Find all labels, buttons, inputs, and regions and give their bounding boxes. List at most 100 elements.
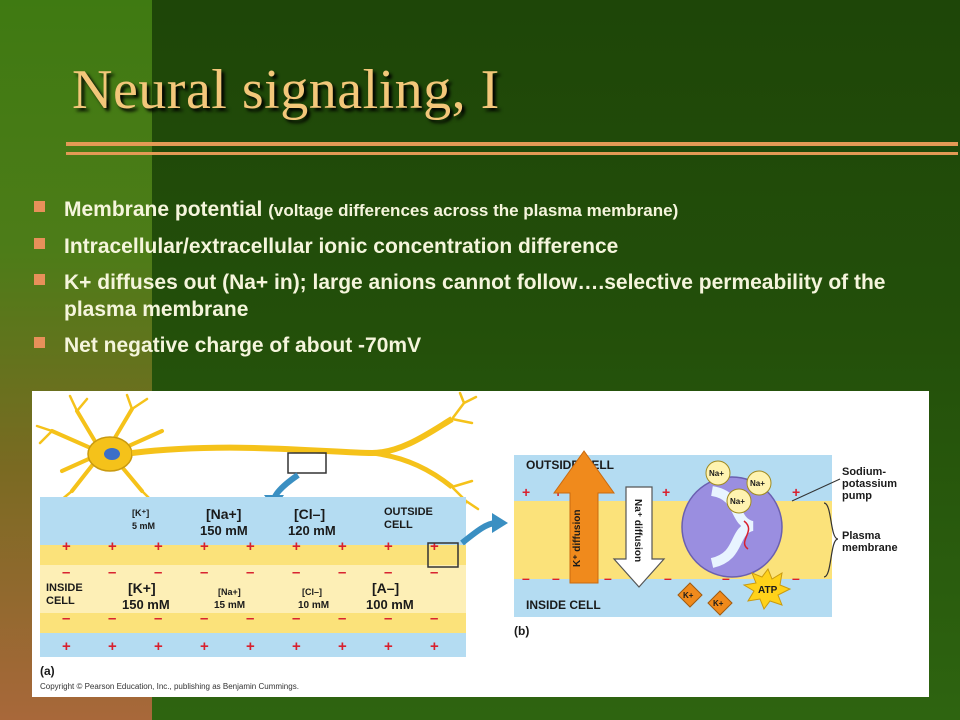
svg-text:+: + [338, 638, 347, 655]
na-ion-label-2: Na+ [750, 479, 765, 488]
svg-text:–: – [792, 570, 800, 586]
copyright-text: Copyright © Pearson Education, Inc., pub… [40, 682, 299, 691]
svg-text:–: – [522, 570, 530, 586]
svg-text:+: + [384, 538, 393, 555]
svg-text:–: – [384, 564, 392, 581]
svg-text:–: – [604, 570, 612, 586]
pump-leader-line [791, 478, 841, 502]
svg-text:–: – [292, 610, 300, 627]
svg-text:–: – [722, 570, 730, 586]
neuron-drawing [35, 391, 480, 515]
svg-text:–: – [246, 564, 254, 581]
na-ion-label-3: Na+ [730, 497, 745, 506]
k-ion-diamonds [677, 582, 733, 616]
svg-text:+: + [200, 538, 209, 555]
bullet-square-icon [34, 201, 45, 212]
atp-starburst-icon [742, 567, 792, 611]
bullet-square-icon [34, 337, 45, 348]
k-diffusion-arrow [553, 450, 615, 584]
na-diffusion-arrow [612, 486, 666, 588]
k-ion-label-2: K+ [713, 599, 724, 608]
bullet-text: Membrane potential [64, 198, 269, 221]
svg-text:+: + [292, 638, 301, 655]
bullet-text: K+ diffuses out (Na+ in); large anions c… [64, 271, 886, 321]
na-ion-circles [705, 460, 772, 514]
svg-text:+: + [246, 538, 255, 555]
bullet-detail-text: (voltage differences across the plasma m… [268, 201, 679, 220]
na-ion-label-1: Na+ [709, 469, 724, 478]
panel-a-membrane [40, 497, 466, 657]
outer-bottom-plus-charges: ++++ +++++ [62, 638, 439, 655]
svg-text:–: – [154, 564, 162, 581]
svg-text:+: + [200, 638, 209, 655]
na-diffusion-label: Na⁺ diffusion [632, 499, 643, 562]
bullet-text: Net negative charge of about -70mV [64, 334, 422, 357]
bullet-square-icon [34, 274, 45, 285]
inside-cell-label: INSIDE CELL [526, 598, 601, 612]
svg-text:–: – [200, 610, 208, 627]
slide-title: Neural signaling, I [72, 59, 500, 121]
svg-text:–: – [664, 570, 672, 586]
inside-label-line1: INSIDE [46, 582, 83, 594]
svg-text:+: + [154, 538, 163, 555]
bullet-item-selective-permeability: K+ diffuses out (Na+ in); large anions c… [34, 269, 934, 323]
svg-text:–: – [384, 610, 392, 627]
svg-text:+: + [154, 638, 163, 655]
svg-text:–: – [292, 564, 300, 581]
title-underline-secondary [66, 152, 958, 155]
inside-na-ion: [Na+] [218, 587, 241, 597]
membrane-label-line2: membrane [842, 542, 898, 554]
inside-na-conc: 15 mM [214, 600, 245, 611]
inside-k-conc: 150 mM [122, 597, 170, 612]
outside-label-line2: CELL [384, 519, 413, 531]
bullet-item-net-charge: Net negative charge of about -70mV [34, 332, 934, 359]
svg-text:+: + [292, 538, 301, 555]
outside-plus-charges: + + + + + + + + + [62, 538, 439, 555]
bullet-square-icon [34, 238, 45, 249]
bullet-list: Membrane potential (voltage differences … [34, 196, 934, 368]
outside-cl-conc: 120 mM [288, 523, 336, 538]
svg-text:+: + [662, 484, 670, 500]
inner-membrane-minus-charges: –––– ––––– [62, 610, 438, 627]
svg-text:+: + [246, 638, 255, 655]
outside-k-ion: [K⁺] [132, 508, 149, 518]
svg-text:+: + [430, 638, 439, 655]
title-underline [66, 142, 958, 146]
svg-text:+: + [338, 538, 347, 555]
svg-text:+: + [522, 484, 530, 500]
zoom-box-b [427, 542, 459, 568]
svg-text:–: – [62, 564, 70, 581]
inside-label-line2: CELL [46, 595, 75, 607]
inside-anion: [A–] [372, 580, 399, 596]
svg-text:+: + [62, 538, 71, 555]
pump-label-line1: Sodium- [842, 466, 886, 478]
outside-label-line1: OUTSIDE [384, 506, 433, 518]
svg-text:+: + [430, 538, 439, 555]
inside-cl-ion: [Cl–] [302, 587, 322, 597]
svg-text:–: – [430, 610, 438, 627]
panel-b-letter: (b) [514, 624, 529, 638]
outside-cl-ion: [Cl–] [294, 506, 325, 522]
bullet-item-ionic-concentration: Intracellular/extracellular ionic concen… [34, 233, 934, 260]
svg-text:–: – [430, 564, 438, 581]
inside-anion-conc: 100 mM [366, 597, 414, 612]
membrane-label-line1: Plasma [842, 530, 881, 542]
figure-svg: [K⁺] 5 mM [Na+] 150 mM [Cl–] 120 mM OUTS… [35, 391, 898, 691]
svg-text:+: + [108, 638, 117, 655]
outside-na-conc: 150 mM [200, 523, 248, 538]
svg-text:–: – [552, 570, 560, 586]
svg-text:–: – [62, 610, 70, 627]
zoom-arrow-b [460, 520, 497, 546]
pump-label-line2: potassium [842, 478, 897, 490]
bullet-item-membrane-potential: Membrane potential (voltage differences … [34, 196, 934, 224]
svg-text:–: – [338, 610, 346, 627]
pump-label-line3: pump [842, 490, 872, 502]
k-diffusion-label: K⁺ diffusion [572, 510, 583, 568]
svg-text:–: – [154, 610, 162, 627]
svg-text:–: – [108, 610, 116, 627]
membrane-potential-figure: [K⁺] 5 mM [Na+] 150 mM [Cl–] 120 mM OUTS… [32, 391, 929, 697]
inside-cl-conc: 10 mM [298, 600, 329, 611]
outside-na-ion: [Na+] [206, 506, 241, 522]
svg-text:+: + [108, 538, 117, 555]
svg-text:–: – [338, 564, 346, 581]
